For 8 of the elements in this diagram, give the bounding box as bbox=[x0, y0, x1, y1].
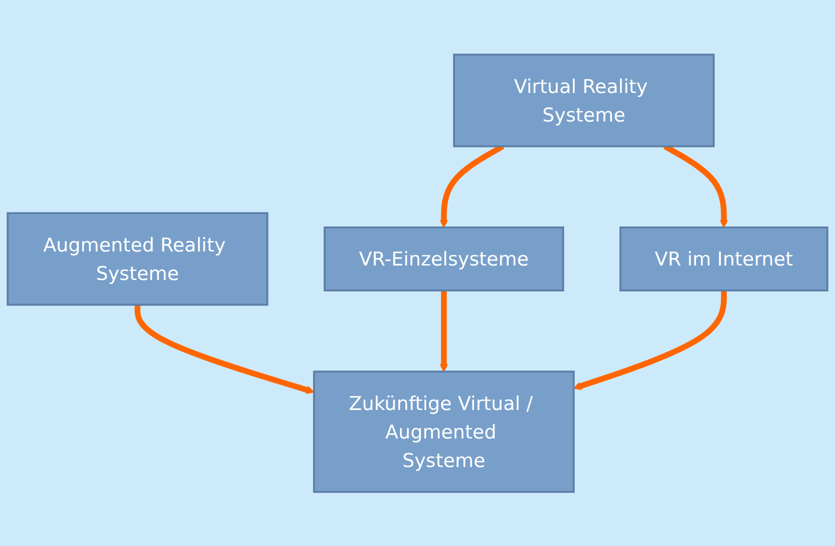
node-box: Virtual Reality Systeme bbox=[453, 53, 715, 147]
node-box: VR-Einzelsysteme bbox=[324, 226, 564, 292]
node-box: Zukünftige Virtual / Augmented Systeme bbox=[313, 370, 575, 493]
node-box: VR im Internet bbox=[619, 226, 828, 292]
arrow bbox=[573, 290, 727, 390]
node-box: Augmented Reality Systeme bbox=[6, 212, 268, 306]
arrow bbox=[134, 304, 314, 394]
arrow bbox=[440, 290, 448, 372]
